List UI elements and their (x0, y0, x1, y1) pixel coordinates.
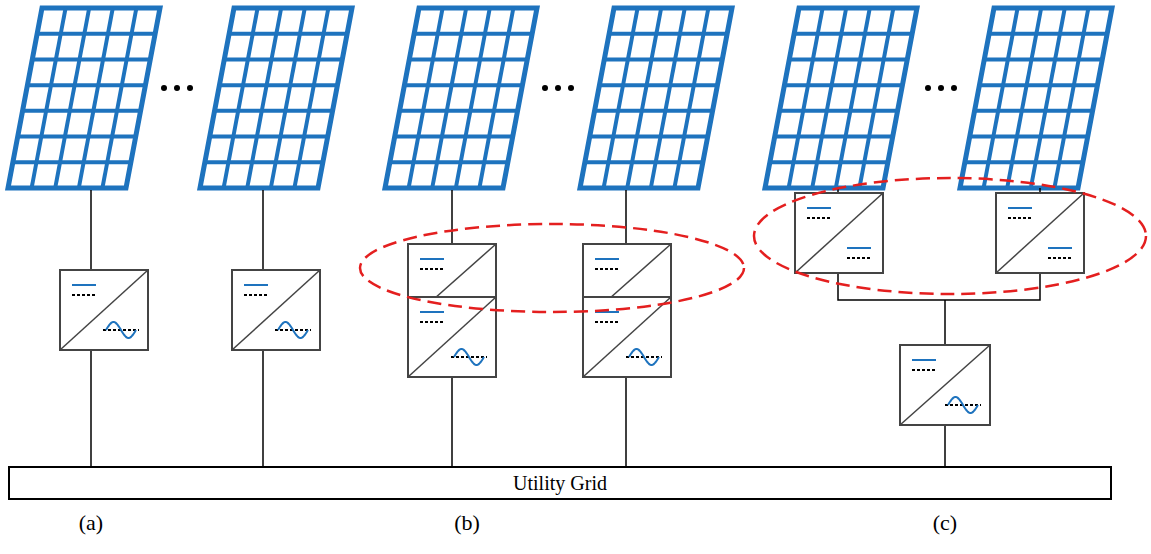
wire (451, 190, 453, 244)
ellipsis-dot (951, 85, 957, 91)
ellipsis-dot (161, 85, 167, 91)
pv-panel (8, 8, 160, 188)
dc-ac-inverter (232, 270, 320, 350)
wire (262, 350, 264, 466)
wire (944, 300, 946, 345)
wire (838, 273, 1040, 300)
pv-panel (385, 8, 537, 188)
highlight-ellipse (360, 224, 744, 312)
subfigure-label: (c) (933, 511, 957, 535)
wire (90, 350, 92, 466)
ellipsis-dot (925, 85, 931, 91)
pv-panel (200, 8, 352, 188)
wire (625, 190, 627, 244)
ellipsis-dot (174, 85, 180, 91)
dc-ac-inverter (900, 345, 990, 425)
wire (625, 377, 627, 466)
highlight-ellipse (754, 178, 1146, 294)
pv-panel (960, 8, 1112, 188)
dc-dc-converter (795, 193, 883, 273)
ellipsis-dot (938, 85, 944, 91)
dc-dc-converter (996, 193, 1084, 273)
subfigure-label: (b) (454, 511, 480, 535)
pv-panel (580, 8, 732, 188)
ellipsis-dot (568, 85, 574, 91)
ellipsis-dot (542, 85, 548, 91)
subfigure-label: (a) (79, 511, 103, 535)
ellipsis-dot (555, 85, 561, 91)
grid-bar: Utility Grid (8, 466, 1112, 500)
dc-ac-inverter (60, 270, 148, 350)
pv-panel (765, 8, 917, 188)
ellipsis-dot (187, 85, 193, 91)
wire (90, 190, 92, 270)
node-text: Utility Grid (513, 472, 607, 494)
wire (262, 190, 264, 270)
wire (944, 425, 946, 466)
wire (451, 377, 453, 466)
